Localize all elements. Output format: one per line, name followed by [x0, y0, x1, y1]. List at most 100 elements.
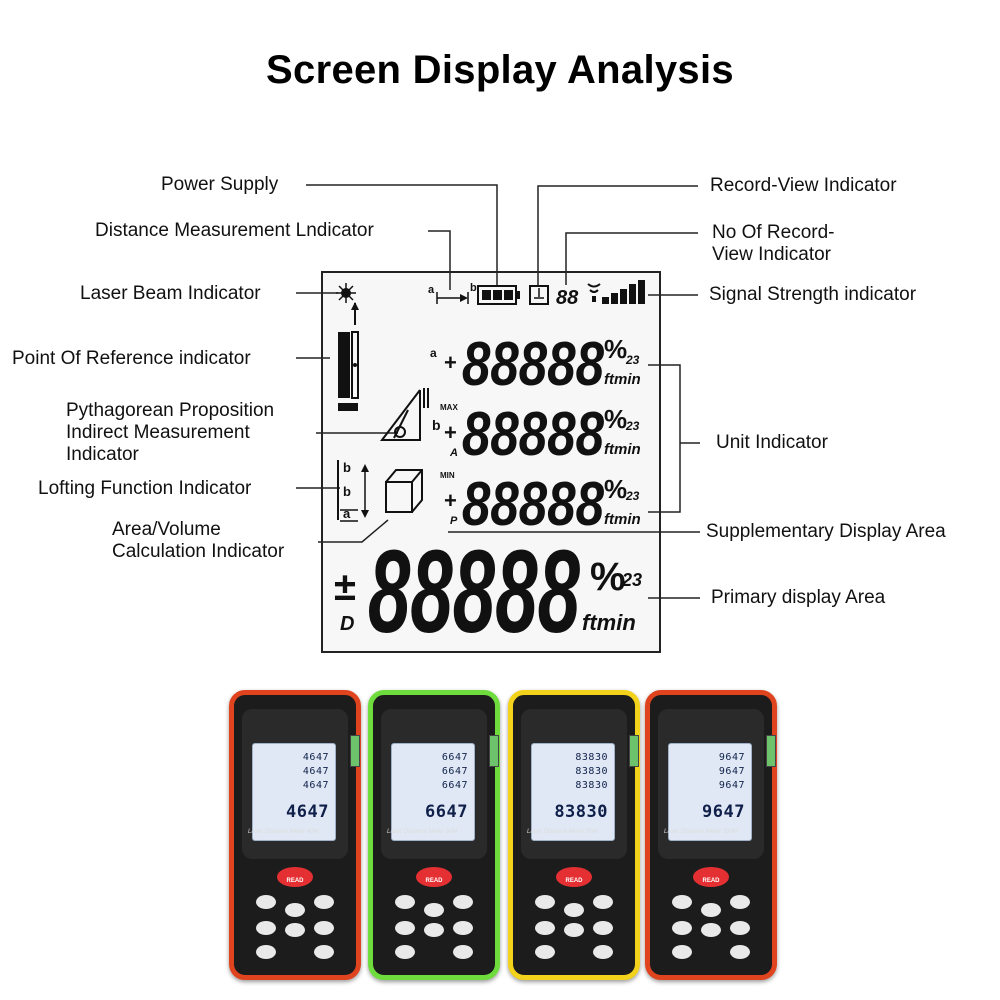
device-lcd-row: 83830	[575, 752, 608, 763]
device-button	[672, 921, 692, 935]
device-button	[314, 921, 334, 935]
svg-text:a: a	[343, 506, 351, 521]
record-count: 88	[556, 287, 579, 309]
device-model-label: Laser Distance Meter 40M	[248, 829, 319, 835]
device-button	[672, 945, 692, 959]
row1-a: a	[430, 346, 437, 360]
device-button	[453, 921, 473, 935]
device-lcd-row: 4647	[302, 752, 329, 763]
device-button	[285, 923, 305, 937]
device-lcd-row: 83830	[575, 780, 608, 791]
reference-bar-icon	[338, 331, 359, 411]
device-button	[535, 921, 555, 935]
device-model-label: Laser Distance Meter 100M	[664, 829, 738, 835]
label-lofting: Lofting Function Indicator	[38, 478, 252, 499]
device-lcd-row: 9647	[718, 752, 745, 763]
label-pythagorean: Pythagorean Proposition Indirect Measure…	[66, 400, 275, 465]
row3-sign: +	[444, 488, 457, 513]
device-model-label: Laser Distance Meter 80M	[527, 829, 598, 835]
row2-max: MAX	[440, 403, 458, 412]
row1-percent: %	[604, 334, 627, 364]
device-button	[564, 903, 584, 917]
signal-strength-icon	[587, 280, 645, 304]
row3-min: MIN	[440, 471, 455, 480]
device-lcd-row: 6647	[441, 766, 468, 777]
pythagorean-icon	[379, 388, 429, 441]
area-volume-icon	[385, 469, 423, 513]
svg-text:b: b	[343, 484, 351, 499]
battery-icon	[477, 285, 520, 305]
device-lcd-main: 6647	[425, 802, 468, 822]
label-record-view: Record-View Indicator	[710, 175, 897, 196]
label-power-supply: Power Supply	[161, 174, 279, 195]
record-view-icon	[529, 285, 549, 305]
lcd-panel	[321, 271, 661, 653]
device-button	[593, 921, 613, 935]
primary-D: D	[340, 613, 354, 635]
device-button	[314, 945, 334, 959]
device-lcd: 9647 9647 9647 9647	[668, 743, 752, 841]
device-screen-frame: 9647 9647 9647 9647	[658, 709, 764, 859]
device-read-button: READ	[693, 867, 729, 887]
page-title: Screen Display Analysis	[266, 48, 734, 92]
distance-indicator-icon: a b	[428, 282, 477, 304]
device-lcd-main: 9647	[702, 802, 745, 822]
device-button	[256, 895, 276, 909]
primary-sign: ±	[334, 565, 356, 609]
primary-digits: 88888	[368, 526, 580, 658]
device-button	[535, 895, 555, 909]
label-area-volume: Area/Volume Calculation Indicator	[112, 519, 285, 562]
device-lcd-row: 83830	[575, 766, 608, 777]
device-button	[593, 945, 613, 959]
svg-text:b: b	[343, 460, 351, 475]
device-lcd-row: 6647	[441, 780, 468, 791]
device-lcd-row: 4647	[302, 780, 329, 791]
device-button	[453, 895, 473, 909]
device-button	[395, 945, 415, 959]
device-lcd-main: 4647	[286, 802, 329, 822]
device-lcd: 4647 4647 4647 4647	[252, 743, 336, 841]
device-button	[395, 895, 415, 909]
label-no-of-record: No Of Record- View Indicator	[712, 222, 835, 265]
primary-percent: %	[590, 555, 626, 599]
label-supplementary: Supplementary Display Area	[706, 521, 946, 542]
row2-digits: 88888	[462, 400, 604, 469]
device-level-bubble	[766, 735, 776, 767]
row2-A: A	[449, 447, 458, 459]
device-lcd-main: 83830	[554, 802, 608, 822]
primary-unit: ftmin	[582, 610, 636, 635]
device-button	[730, 895, 750, 909]
indicator-b: b	[470, 282, 477, 294]
row2-percent: %	[604, 404, 627, 434]
device-lcd-row: 9647	[718, 766, 745, 777]
device-button	[314, 895, 334, 909]
device-model-label: Laser Distance Meter 60M	[387, 829, 458, 835]
row2-sign: +	[444, 420, 457, 445]
device-screen-frame: 83830 83830 83830 83830	[521, 709, 627, 859]
row1-digits: 88888	[462, 330, 604, 399]
row3-percent: %	[604, 474, 627, 504]
device-button	[701, 923, 721, 937]
device-lcd-row: 9647	[718, 780, 745, 791]
device-button	[395, 921, 415, 935]
label-primary: Primary display Area	[711, 587, 886, 608]
lcd-diagram: b b a a b 88	[296, 184, 700, 658]
row1-exp: 23	[625, 353, 640, 367]
label-distance-indicator: Distance Measurement Lndicator	[95, 220, 374, 241]
row3-digits: 88888	[462, 470, 604, 539]
device-button	[701, 903, 721, 917]
device-level-bubble	[350, 735, 360, 767]
device-read-button: READ	[556, 867, 592, 887]
device-button	[285, 903, 305, 917]
device-lcd-row: 4647	[302, 766, 329, 777]
primary-exp: 23	[621, 570, 642, 590]
device-button	[256, 921, 276, 935]
row2-exp: 23	[625, 419, 640, 433]
